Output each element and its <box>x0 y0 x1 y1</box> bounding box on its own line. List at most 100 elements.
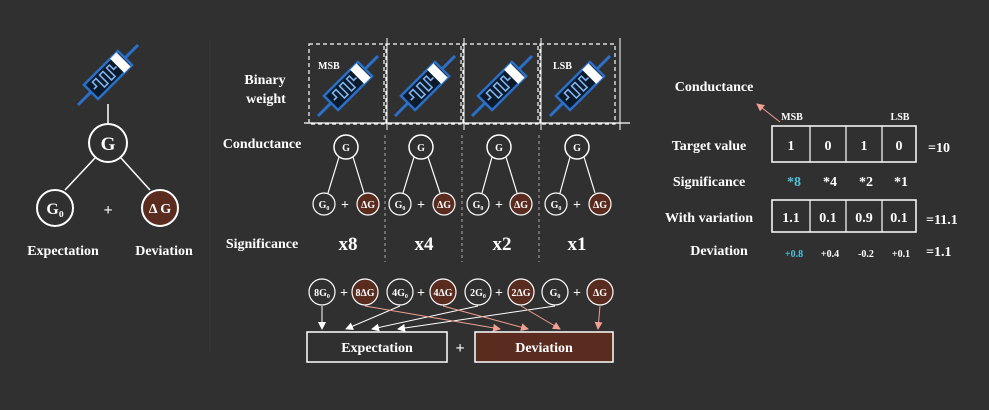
memristor-icon <box>470 54 534 118</box>
multiplier-lsb: x1 <box>568 234 587 255</box>
scaled-expectation-label: 4G₀ <box>392 288 408 299</box>
scaled-deviation-label: 4ΔG <box>433 288 452 299</box>
plus-sign: + <box>417 286 425 301</box>
target-bit: 1 <box>861 139 868 154</box>
target-result: =10 <box>928 141 950 156</box>
deviation-node-label: ΔG <box>437 200 451 211</box>
plus-sign: + <box>495 198 503 213</box>
msb-label: MSB <box>781 112 803 123</box>
right-panel: Conductance MSB LSB Target value 1 0 1 0… <box>665 80 958 260</box>
deviation-node <box>356 192 380 216</box>
variation-bit: 0.1 <box>819 211 837 226</box>
significance-value: *1 <box>894 175 908 190</box>
expectation-node <box>388 192 412 216</box>
target-bit: 0 <box>825 139 832 154</box>
plus-sign: + <box>103 202 112 219</box>
conductance-node <box>564 134 590 160</box>
conductance-node-label: G <box>495 143 503 154</box>
significance-label: Significance <box>673 175 745 190</box>
expectation-node-label: G₀ <box>551 200 562 211</box>
target-bit: 1 <box>788 139 795 154</box>
middle-panel: Binary weight MSB LSB Conductance G <box>223 38 630 363</box>
significance-value: *2 <box>859 175 873 190</box>
conductance-arrow <box>756 103 781 123</box>
binary-weight-label-line2: weight <box>246 92 286 107</box>
plus-sign: + <box>340 286 348 301</box>
scaled-deviation-label: ΔG <box>593 288 607 299</box>
deviation-value: +0.4 <box>821 249 839 260</box>
bit-frame-3 <box>462 43 539 125</box>
scaled-expectation-node <box>308 278 336 306</box>
multiplier-bit2: x4 <box>415 234 435 255</box>
deviation-arrows <box>364 305 603 332</box>
significance-value-msb: *8 <box>787 175 801 190</box>
expectation-node <box>36 189 74 227</box>
expectation-node-label: G₀ <box>395 200 406 211</box>
conductance-tree-bit3: G G₀ + ΔG <box>466 134 533 216</box>
variation-value-box <box>771 199 917 233</box>
scaled-expectation-label: 2G₀ <box>470 288 486 299</box>
conductance-tree-lsb: G G₀ + ΔG <box>544 134 612 216</box>
deviation-node <box>509 192 533 216</box>
deviation-node <box>141 189 179 227</box>
multiplier-bit3: x2 <box>493 234 512 255</box>
conductance-node <box>408 134 434 160</box>
box-plus-sign: + <box>455 340 464 357</box>
with-variation-label: With variation <box>665 211 753 226</box>
plus-sign: + <box>573 286 581 301</box>
deviation-box-label: Deviation <box>515 341 573 356</box>
conductance-node-label: G <box>417 143 425 154</box>
scaled-deviation-node <box>351 278 379 306</box>
deviation-label: Deviation <box>690 244 748 259</box>
plus-sign: + <box>573 198 581 213</box>
scaled-expectation-label: G₀ <box>550 288 561 299</box>
deviation-value: +0.1 <box>892 249 910 260</box>
significance-value: *4 <box>823 175 837 190</box>
memristor-icon <box>393 54 457 118</box>
deviation-node <box>432 192 456 216</box>
conductance-tree-bit2: G G₀ + ΔG <box>388 134 456 216</box>
scaled-terms-row: 8G₀ + 8ΔG 4G₀ + 4ΔG 2G₀ + 2ΔG G₀ + ΔG <box>308 278 614 306</box>
left-panel: G G₀ + Δ G Expectation Deviation <box>27 43 193 259</box>
expectation-box-label: Expectation <box>341 341 413 356</box>
conductance-node-label: G <box>573 143 581 154</box>
scaled-expectation-node <box>386 278 414 306</box>
scaled-deviation-label: 8ΔG <box>355 288 374 299</box>
scaled-deviation-node <box>507 278 535 306</box>
root-node-label: G <box>101 134 116 155</box>
target-bit: 0 <box>896 139 903 154</box>
conductance-node <box>486 134 512 160</box>
expectation-arrows <box>318 305 556 332</box>
scaled-expectation-node <box>464 278 492 306</box>
conductance-label: Conductance <box>675 80 754 95</box>
plus-sign: + <box>341 198 349 213</box>
variation-bit: 0.1 <box>890 211 908 226</box>
binary-weight-label-line1: Binary <box>244 73 285 88</box>
expectation-node-label: G₀ <box>473 200 484 211</box>
expectation-label: Expectation <box>27 244 99 259</box>
deviation-node-label: ΔG <box>514 200 528 211</box>
deviation-node-label: ΔG <box>593 200 607 211</box>
deviation-node-label: Δ G <box>149 202 172 217</box>
root-conductance-node <box>88 123 128 163</box>
deviation-node <box>588 192 612 216</box>
multiplier-msb: x8 <box>339 234 358 255</box>
expectation-node <box>544 192 568 216</box>
variation-bit: 1.1 <box>782 211 800 226</box>
deviation-label: Deviation <box>135 244 193 259</box>
scaled-deviation-label: 2ΔG <box>511 288 530 299</box>
plus-sign: + <box>495 286 503 301</box>
expectation-node-label: G₀ <box>319 200 330 211</box>
conductance-node-label: G <box>342 143 350 154</box>
plus-sign: + <box>417 198 425 213</box>
deviation-result: =1.1 <box>926 245 951 260</box>
deviation-value: -0.2 <box>858 249 874 260</box>
expectation-node <box>312 192 336 216</box>
conductance-label: Conductance <box>223 137 302 152</box>
scaled-deviation-node <box>586 278 614 306</box>
target-value-box <box>771 125 917 163</box>
variation-result: =11.1 <box>926 213 958 228</box>
conductance-tree-msb: G G₀ + ΔG <box>312 134 380 216</box>
bit-frame-2 <box>385 43 462 125</box>
